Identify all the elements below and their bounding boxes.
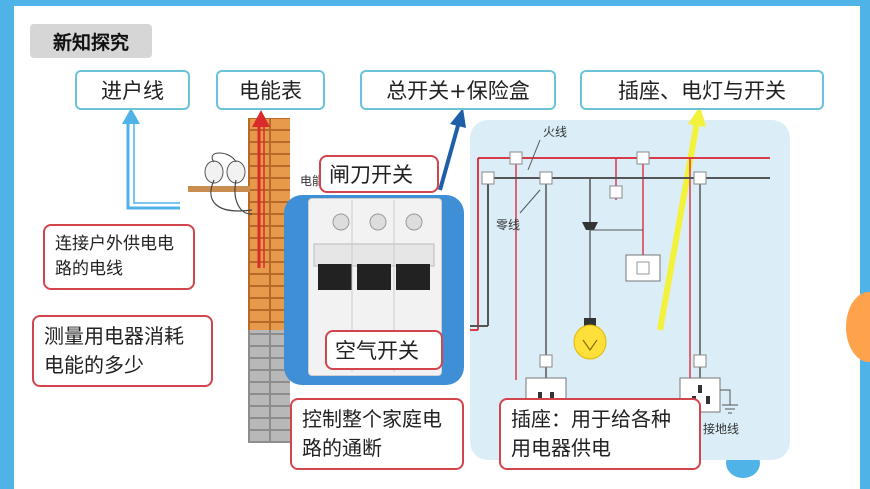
arrow-incoming-line bbox=[122, 108, 180, 210]
socket-light-switch-label: 插座、电灯与开关 bbox=[580, 70, 824, 110]
meter-desc: 测量用电器消耗电能的多少 bbox=[32, 315, 213, 387]
arrow-socket-light-switch bbox=[657, 106, 706, 331]
neutral-wire-label: 零线 bbox=[496, 218, 521, 232]
meter-partial-label: 电能 bbox=[300, 174, 325, 188]
ground-symbol bbox=[720, 389, 738, 414]
breaker-details bbox=[313, 200, 435, 372]
socket-desc: 插座：用于给各种用电器供电 bbox=[499, 398, 701, 470]
brick-wall-lower bbox=[248, 330, 290, 443]
knife-switch-label: 闸刀开关 bbox=[319, 155, 439, 193]
incoming-line-label: 进户线 bbox=[75, 70, 190, 110]
arrow-meter bbox=[252, 110, 270, 268]
top-border bbox=[0, 0, 870, 6]
ground-wire-label: 接地线 bbox=[703, 422, 740, 436]
left-border bbox=[0, 0, 14, 489]
arrow-main-switch bbox=[438, 108, 466, 191]
air-switch-label: 空气开关 bbox=[325, 330, 443, 370]
main-switch-desc: 控制整个家庭电路的通断 bbox=[290, 398, 464, 470]
main-switch-fuse-box-label: 总开关+保险盒 bbox=[360, 70, 556, 110]
incoming-line-desc: 连接户外供电电路的电线 bbox=[43, 224, 195, 290]
section-title: 新知探究 bbox=[30, 24, 152, 58]
wall-insulators bbox=[188, 152, 253, 215]
junction-boxes bbox=[481, 151, 707, 368]
right-border bbox=[860, 0, 870, 489]
live-wire-label: 火线 bbox=[543, 125, 568, 139]
wall-switch-icon bbox=[625, 254, 661, 282]
electric-meter-label: 电能表 bbox=[216, 70, 325, 110]
neutral-wire bbox=[470, 139, 770, 380]
light-bulb-icon bbox=[573, 222, 607, 360]
